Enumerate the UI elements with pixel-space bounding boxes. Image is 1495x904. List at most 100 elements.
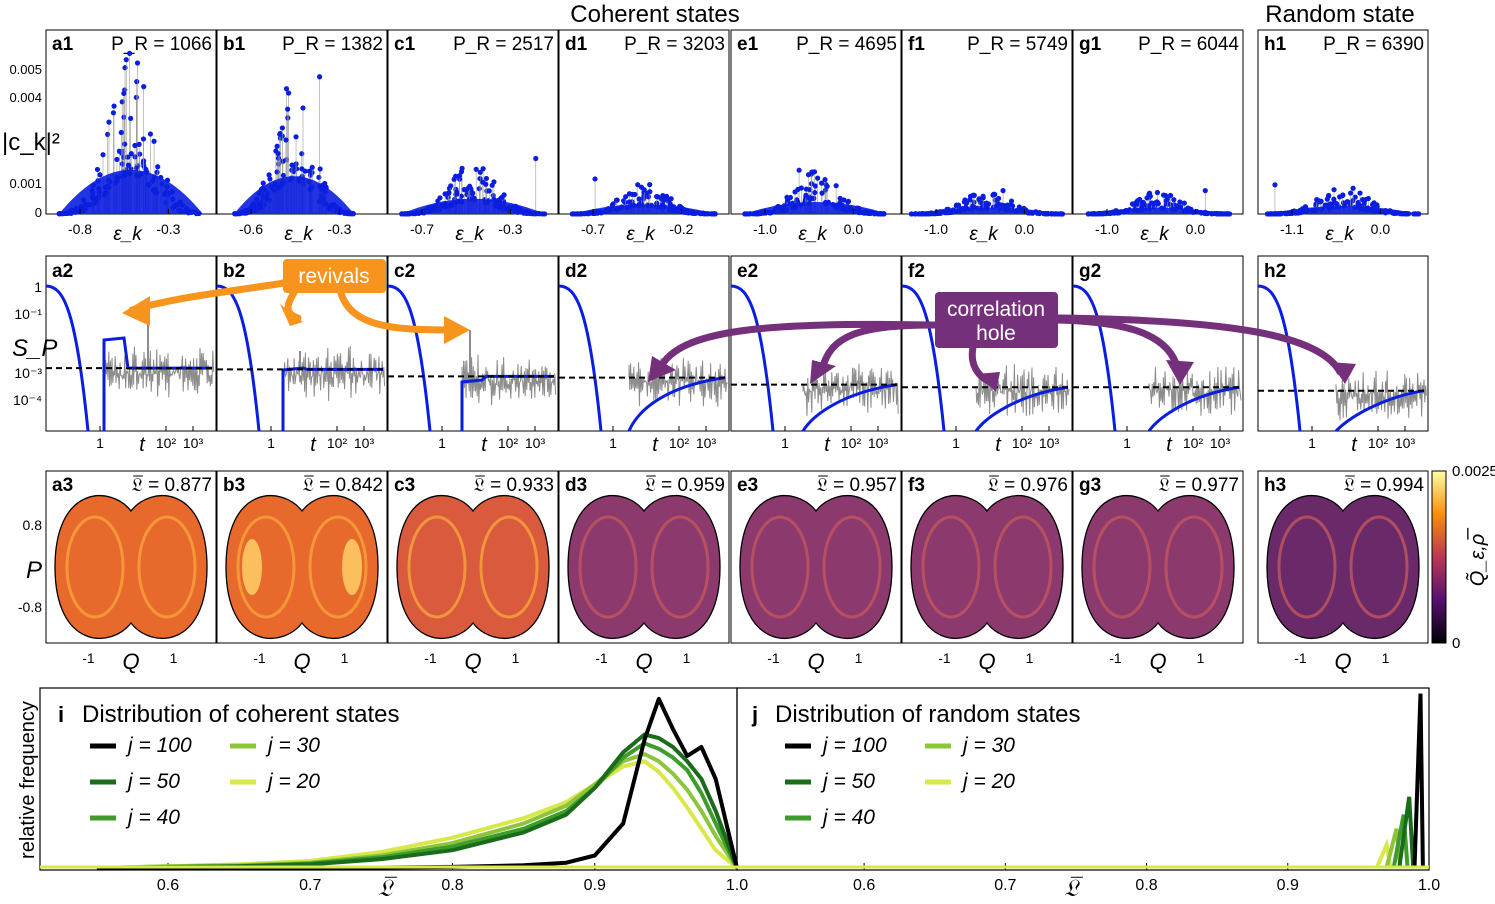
spectrum-point xyxy=(1357,190,1363,196)
spectrum-point xyxy=(983,200,990,206)
spectrum-point xyxy=(794,197,800,203)
correlation-arrow xyxy=(656,320,939,372)
spectrum-point xyxy=(151,138,157,144)
spectrum-point xyxy=(809,169,815,175)
spectrum-point xyxy=(132,142,138,149)
spectrum-envelope xyxy=(1086,207,1230,214)
colorbar-min: 0 xyxy=(1452,635,1460,652)
sp-xtick: 10² xyxy=(327,435,348,451)
spectrum-xtick: -1.0 xyxy=(1095,221,1119,237)
spectrum-frame xyxy=(901,29,1073,215)
dist-xtick: 0.7 xyxy=(299,877,321,894)
husimi-frame xyxy=(730,470,902,644)
husimi-ring xyxy=(479,515,539,619)
spectrum-point xyxy=(300,105,306,111)
panel-label: b2 xyxy=(223,261,245,282)
husimi-map xyxy=(54,494,208,640)
husimi-xlabel: Q xyxy=(122,649,139,674)
sp-frame xyxy=(901,255,1073,432)
dist-title-right: Distribution of random states xyxy=(775,701,1080,728)
husimi-xtick: 1 xyxy=(1197,650,1205,666)
sp-xtick: 10² xyxy=(1012,435,1033,451)
sp-decay xyxy=(1072,284,1117,432)
sp-xlabel: t xyxy=(1351,434,1358,456)
sp-xtick: 10³ xyxy=(1395,435,1416,451)
sp-xlabel: t xyxy=(139,434,146,456)
spectrum-points xyxy=(399,155,548,217)
spectrum-point xyxy=(302,168,308,174)
coherent-series-line xyxy=(96,732,739,870)
dist-xlabel: 𝔏̅ xyxy=(378,875,397,902)
spectrum-envelope xyxy=(572,204,716,214)
row2-yticks: 110⁻¹10⁻³10⁻⁴ xyxy=(13,279,42,408)
spectrum-point xyxy=(1372,202,1378,208)
sp-xtick: 1 xyxy=(609,435,617,451)
husimi-map xyxy=(739,494,893,640)
husimi-xtick: 1 xyxy=(170,650,178,666)
dist-xtick: 0.7 xyxy=(994,877,1016,894)
spectrum-point xyxy=(283,137,289,143)
dist-xtick: 0.8 xyxy=(1135,877,1157,894)
sp-xlabel: t xyxy=(1166,434,1173,456)
dist-xtick: 0.6 xyxy=(157,877,179,894)
spectrum-point xyxy=(1314,196,1320,203)
spectrum-point xyxy=(1141,201,1148,208)
arrowhead xyxy=(444,316,470,344)
spectrum-point xyxy=(480,179,486,185)
localization-value: 𝔏̅ = 0.957 xyxy=(817,475,897,496)
spectrum-point xyxy=(1272,182,1278,188)
spectrum-point xyxy=(489,182,495,188)
spectrum-point xyxy=(280,158,286,164)
panel-label: g3 xyxy=(1079,475,1101,496)
spectrum-point xyxy=(448,183,454,189)
legend-label: j = 20 xyxy=(265,770,320,793)
spectrum-xtick: -1.0 xyxy=(753,221,777,237)
row3-yticks: 0.8-0.8 xyxy=(18,517,42,615)
spectrum-envelope xyxy=(911,207,1063,214)
spectrum-point xyxy=(260,180,266,186)
spectrum-point xyxy=(316,74,323,80)
spectrum-frame xyxy=(1072,29,1244,215)
dist-xtick: 0.8 xyxy=(441,877,463,894)
spectrum-xtick: 0.0 xyxy=(1186,221,1206,237)
localization-value: 𝔏̅ = 0.877 xyxy=(132,475,212,496)
sp-ytick: 10⁻⁴ xyxy=(13,392,42,408)
spectrum-points xyxy=(56,50,203,217)
husimi-ring xyxy=(750,515,810,619)
husimi-map xyxy=(225,494,379,640)
sp-xtick: 10³ xyxy=(868,435,889,451)
spectrum-point xyxy=(122,141,128,147)
dist-title-left: Distribution of coherent states xyxy=(82,701,400,728)
spectrum-point xyxy=(125,162,132,168)
spectrum-point xyxy=(1361,200,1367,206)
legend-label: j = 30 xyxy=(960,734,1015,757)
spectrum-point xyxy=(592,176,598,182)
husimi-ring xyxy=(1349,515,1409,619)
spectrum-point xyxy=(106,119,112,125)
spectrum-point xyxy=(665,196,671,202)
spectrum-point xyxy=(815,175,821,181)
spectrum-point xyxy=(1146,203,1152,209)
legend-label: j = 20 xyxy=(960,770,1015,793)
spectrum-point xyxy=(110,110,117,116)
spectrum-frame xyxy=(558,29,730,215)
arrowhead xyxy=(1330,362,1356,384)
colorbar-label: Q̃_ε,ρ̅ xyxy=(1465,528,1489,586)
spectrum-point xyxy=(154,169,160,175)
spectrum-point xyxy=(136,141,142,147)
spectrum-point xyxy=(796,167,802,173)
spectrum-point xyxy=(134,79,140,85)
spectrum-point xyxy=(119,161,125,167)
spectrum-point xyxy=(476,186,482,192)
spectrum-point xyxy=(467,184,473,190)
participation-ratio: P_R = 1382 xyxy=(282,34,383,55)
sp-noise xyxy=(1335,370,1427,421)
sp-xtick: 1 xyxy=(438,435,446,451)
spectrum-xlabel: ε_k xyxy=(284,224,314,245)
spectrum-xtick: 0.0 xyxy=(844,221,864,237)
spectrum-frame xyxy=(387,29,559,215)
spectrum-point xyxy=(451,176,457,182)
